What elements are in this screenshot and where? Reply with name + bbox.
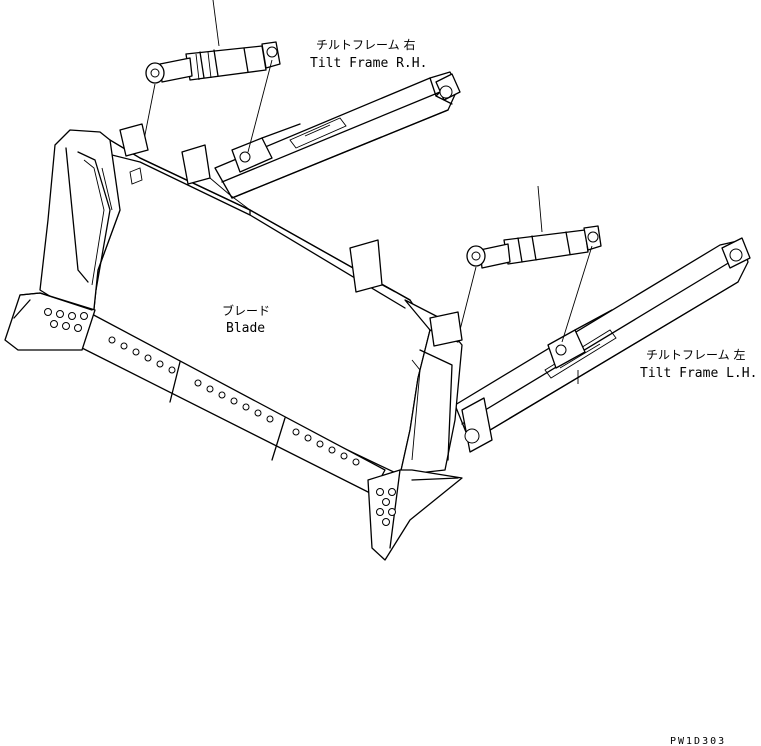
blade (39, 123, 463, 476)
label-tilt-frame-rh-en: Tilt Frame R.H. (310, 56, 427, 71)
tilt-frame-lh (454, 237, 751, 453)
label-tilt-frame-lh-en: Tilt Frame L.H. (640, 366, 757, 381)
leader-line-lh-cyl-pin-b (561, 245, 593, 343)
cutting-edge-bolt-holes (108, 336, 360, 466)
tilt-cylinder-rh (145, 41, 281, 84)
label-blade: ブレード Blade (222, 303, 270, 336)
tilt-frame-rh (214, 71, 461, 199)
end-bit-left (4, 292, 96, 351)
tilt-cylinder-lh (466, 225, 602, 269)
leader-line-rh-cylinder (212, 0, 220, 47)
tilt-cylinder-bracket-rh (231, 123, 301, 173)
end-bit-right (367, 469, 463, 561)
leader-line-lh-cyl-pin-a (459, 266, 477, 331)
label-tilt-frame-rh-jp: チルトフレーム 右 (316, 37, 415, 52)
drawing-code: PW1D303 (670, 736, 726, 746)
leader-line-lh-cylinder (537, 185, 543, 233)
label-tilt-frame-rh: チルトフレーム 右 Tilt Frame R.H. (310, 37, 427, 71)
label-blade-en: Blade (226, 321, 265, 336)
label-blade-jp: ブレード (222, 303, 270, 318)
leader-line-rh-cyl-pin-b (247, 59, 273, 153)
label-tilt-frame-lh: チルトフレーム 左 Tilt Frame L.H. (640, 347, 757, 381)
label-tilt-frame-lh-jp: チルトフレーム 左 (646, 347, 745, 362)
tilt-cylinder-bracket-lh (547, 309, 613, 369)
